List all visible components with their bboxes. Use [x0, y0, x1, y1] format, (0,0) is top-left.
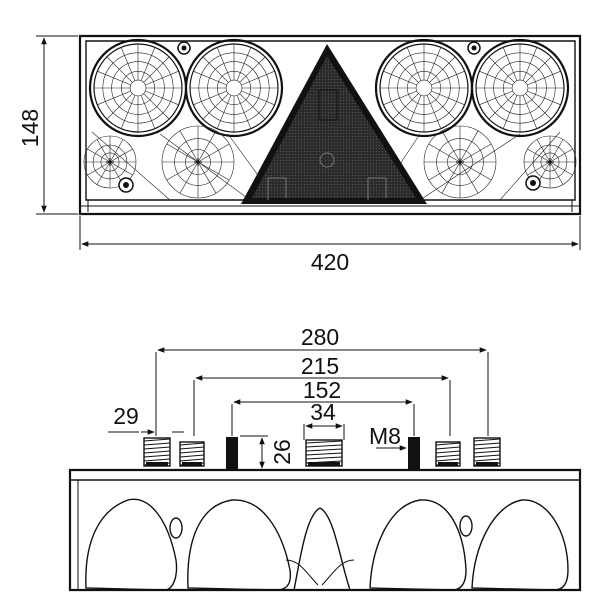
- bottom-view: 280 215 152 34 29: [68, 324, 582, 592]
- screw-bottom-right: [525, 175, 541, 191]
- dimension-280: 280: [155, 324, 489, 436]
- connector-group: [143, 437, 501, 467]
- screw-top-right: [467, 41, 481, 55]
- lens-small-2: [161, 125, 235, 199]
- lens-top-1: [88, 38, 188, 138]
- screw-top-left: [177, 41, 191, 55]
- connector-1: [143, 437, 171, 467]
- lens-group: [83, 38, 577, 201]
- thread-callout: M8: [369, 423, 407, 451]
- dim-215-label: 215: [301, 353, 339, 379]
- front-view: 148 420: [17, 34, 582, 275]
- dim-34-label: 34: [310, 399, 336, 425]
- connector-3: [435, 441, 461, 467]
- screw-bottom-left: [118, 177, 134, 193]
- front-housing-outline: [78, 34, 582, 216]
- connector-2: [179, 441, 205, 467]
- dim-26-label: 26: [269, 439, 295, 465]
- lens-small-4: [523, 135, 577, 189]
- lens-top-2: [184, 38, 284, 138]
- lens-top-3: [374, 38, 474, 138]
- dim-280-label: 280: [301, 324, 339, 350]
- connector-4: [473, 437, 501, 467]
- bottom-housing-outline: [68, 468, 582, 592]
- dim-152-label: 152: [303, 377, 341, 403]
- dim-29-label: 29: [113, 403, 139, 429]
- dimension-215: 215: [193, 353, 451, 436]
- dimension-26: 26: [240, 435, 295, 469]
- height-label: 148: [17, 109, 43, 147]
- mounting-bolt-left: [226, 437, 238, 469]
- thread-label: M8: [369, 423, 401, 449]
- width-label: 420: [311, 249, 349, 275]
- connector-center: [305, 439, 343, 467]
- reflector-triangle: [241, 44, 427, 204]
- dimension-152: 152: [231, 377, 415, 436]
- lens-small-3: [423, 125, 497, 199]
- mounting-bolt-right: [408, 437, 420, 469]
- lens-bulges: [85, 498, 569, 591]
- dimension-34: 34: [303, 399, 345, 440]
- width-dimension: 420: [79, 216, 581, 275]
- dimension-29: 29: [108, 403, 184, 435]
- height-dimension: 148: [17, 35, 78, 215]
- lens-top-4: [470, 38, 570, 138]
